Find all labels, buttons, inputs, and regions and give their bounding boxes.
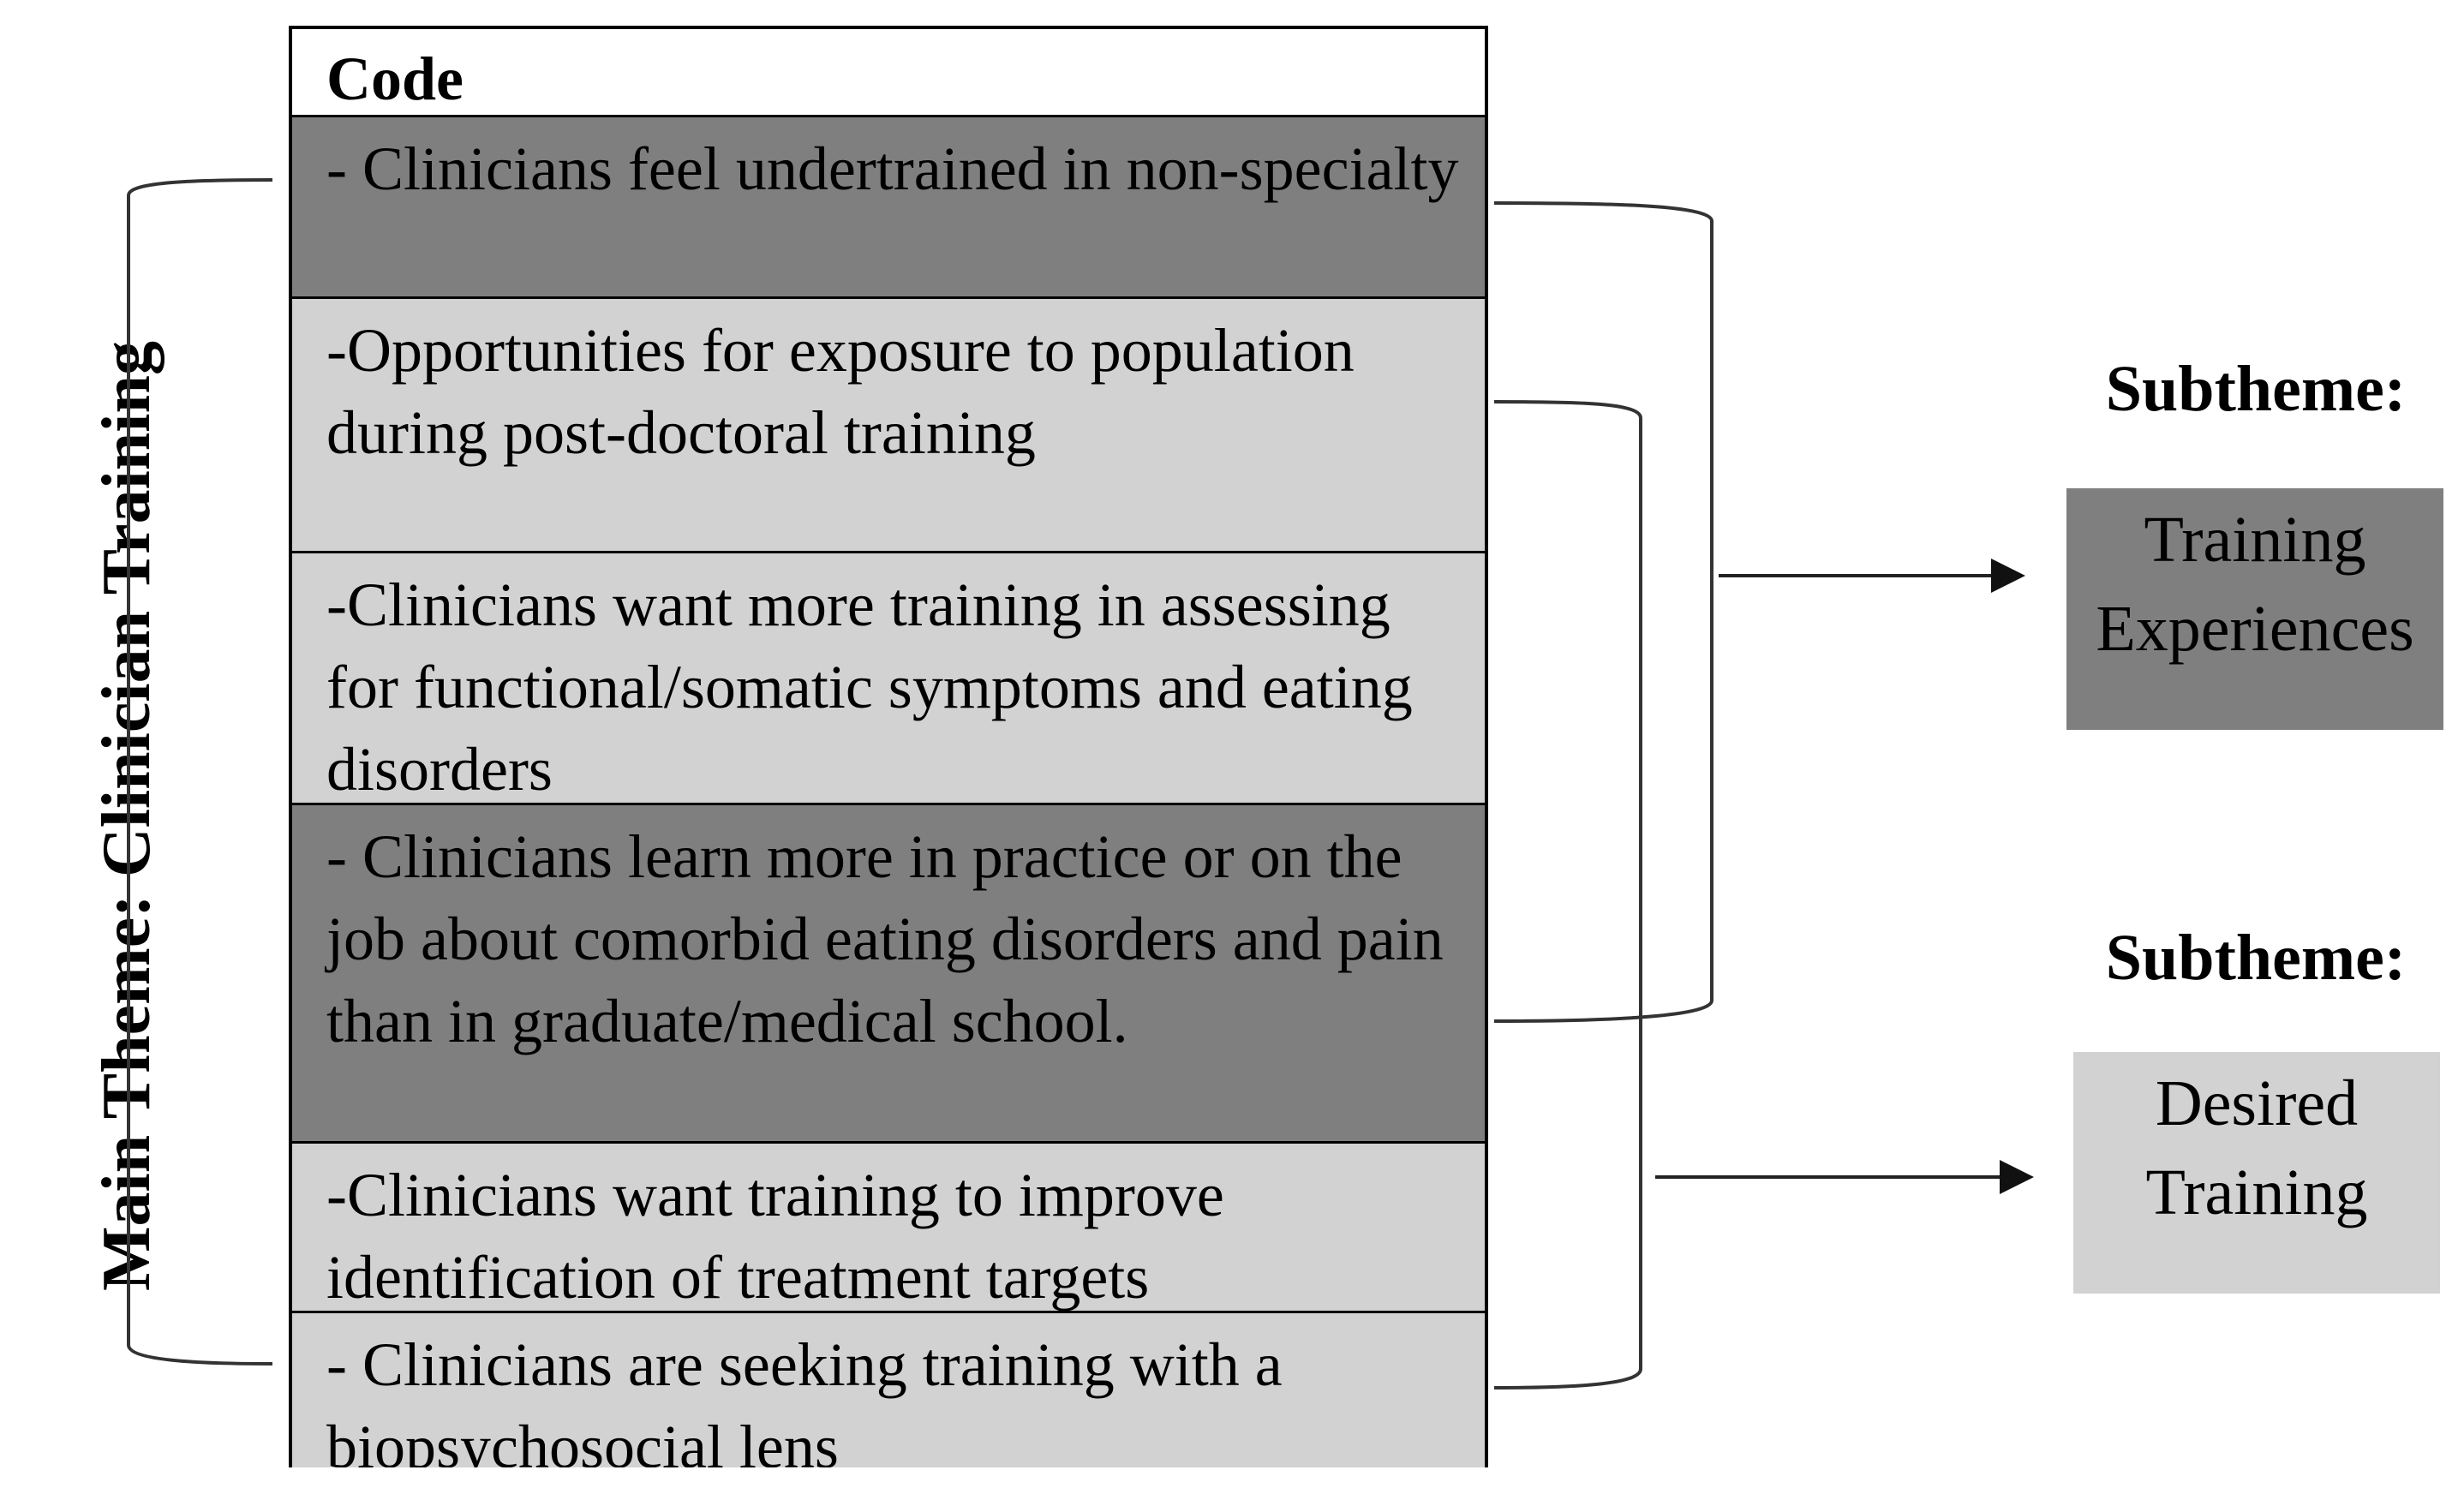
code-row-5: -Clinicians want training to improve ide… [292, 1141, 1485, 1311]
code-table: Code - Clinicians feel undertrained in n… [289, 26, 1488, 1467]
subtheme-2-box: Desired Training [2073, 1052, 2440, 1294]
subtheme-1-heading: Subtheme: [2105, 353, 2407, 425]
subtheme-1-box: Training Experiences [2066, 488, 2443, 730]
table-header: Code [292, 29, 1485, 115]
code-row-2: -Opportunities for exposure to populatio… [292, 296, 1485, 551]
code-row-6: - Clinicians are seeking training with a… [292, 1311, 1485, 1467]
training-experiences-bracket [1493, 201, 1713, 1023]
code-row-4: - Clinicians learn more in practice or o… [292, 803, 1485, 1141]
subtheme-2-heading: Subtheme: [2105, 922, 2407, 994]
code-row-3: -Clinicians want more training in assess… [292, 551, 1485, 803]
code-row-1: - Clinicians feel undertrained in non-sp… [292, 115, 1485, 296]
desired-training-bracket [1493, 400, 1642, 1389]
main-theme-bracket [127, 178, 273, 1366]
